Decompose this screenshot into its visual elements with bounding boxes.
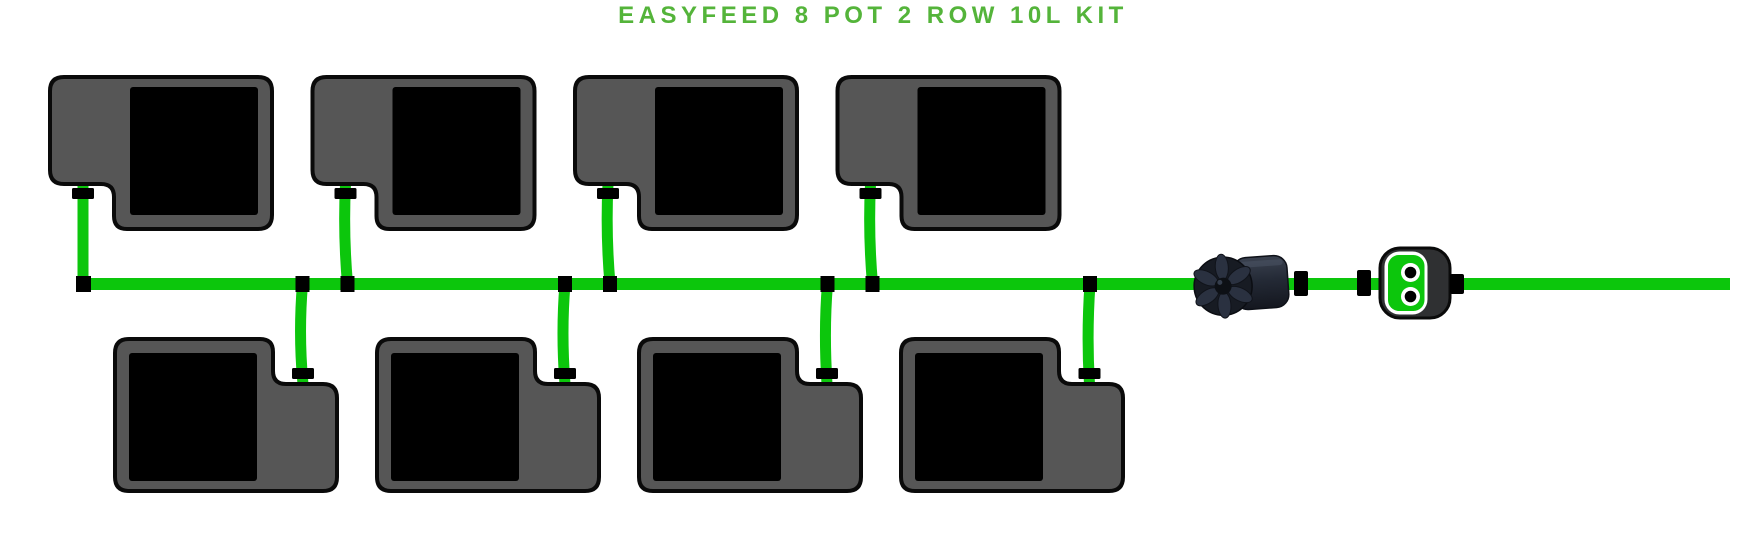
clamp-fitting-top-3 [597,188,619,199]
pump-impeller-fins [1193,253,1253,319]
top-row-pots [48,75,1062,231]
easyfeed-valve-unit [1357,246,1464,320]
clamp-fitting-top-2 [334,188,357,199]
clamp-fitting-bottom-2 [554,368,576,379]
pump-body-highlight [1238,259,1283,268]
pump-outlet-fitting [1294,271,1308,296]
tee-fitting-2 [340,276,355,292]
pump-hub-highlight [1217,279,1223,285]
tee-fitting-3 [558,276,572,292]
clamp-fitting-top-4 [859,188,882,199]
clamp-fitting-bottom-4 [1078,368,1101,379]
main-supply-line [77,278,1730,290]
bottom-row-pots [113,337,1125,493]
valve-outlet-fitting [1450,274,1464,294]
valve-inlet-fitting [1357,270,1371,296]
tee-fitting-1 [295,276,310,292]
valve-port-1 [1404,266,1417,279]
valve-port-2 [1404,290,1417,303]
clamp-fitting-top-1 [72,188,94,199]
elbow-fitting [76,276,91,292]
tee-fitting-6 [865,276,880,292]
inline-pump [1193,253,1290,319]
tee-fitting-4 [603,276,617,292]
page-title: EASYFEED 8 POT 2 ROW 10L KIT [618,2,1128,29]
tee-fitting-7 [1083,276,1097,292]
fittings [72,188,1101,379]
tee-fitting-5 [820,276,835,292]
clamp-fitting-bottom-1 [292,368,314,379]
clamp-fitting-bottom-3 [816,368,838,379]
